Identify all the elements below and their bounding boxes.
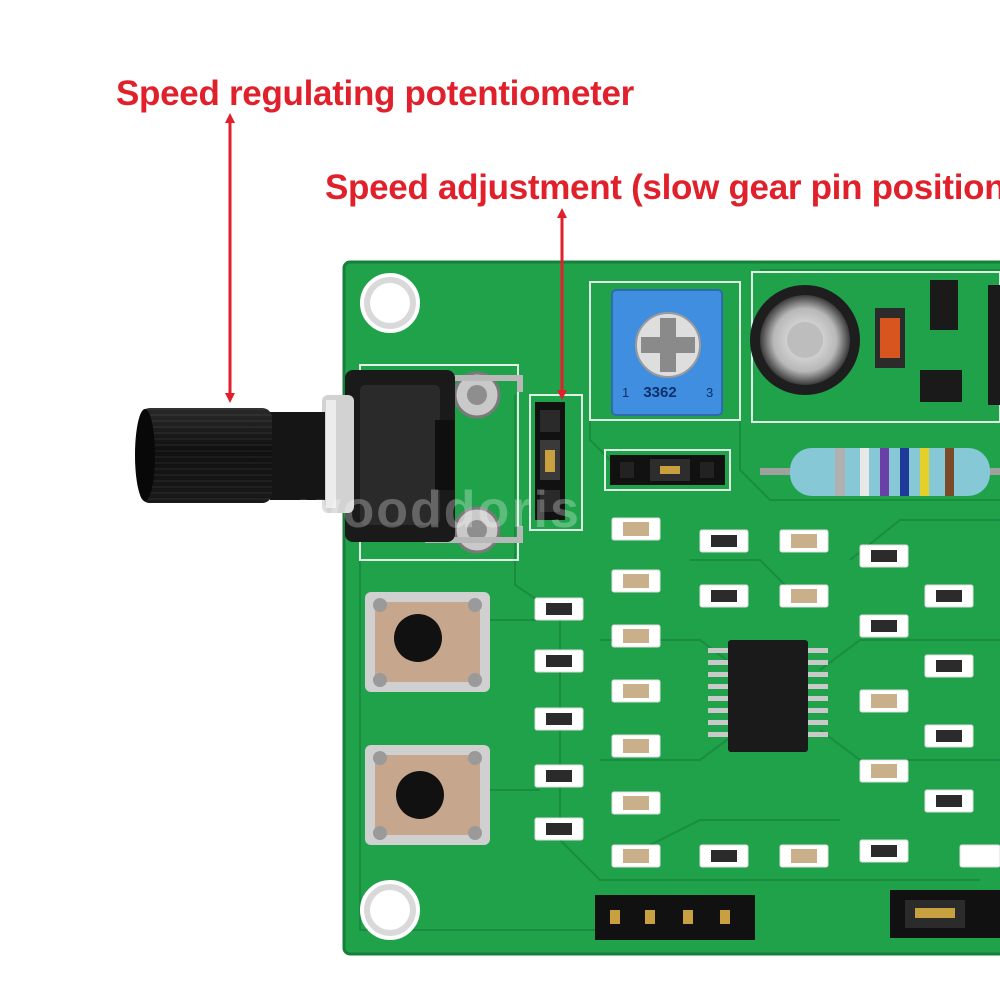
trimmer-potentiometer: 3362 1 3 xyxy=(611,289,723,416)
mounting-holes xyxy=(360,273,420,940)
resistor xyxy=(760,448,1000,496)
capacitor xyxy=(750,285,860,395)
potentiometer-label: Speed regulating potentiometer xyxy=(116,74,634,113)
trimmer-marking: 3362 xyxy=(643,384,676,401)
pin-headers xyxy=(595,890,1000,940)
driver-ic xyxy=(708,640,828,752)
watermark: wooddoris xyxy=(300,481,581,539)
smd-components xyxy=(534,280,1000,868)
jumper-label: Speed adjustment (slow gear pin position… xyxy=(325,168,1000,207)
trimmer-pin-left: 1 xyxy=(622,385,629,400)
jumper-vertical xyxy=(535,402,565,520)
potentiometer xyxy=(135,370,523,554)
trimmer-pin-right: 3 xyxy=(706,385,713,400)
tactile-buttons xyxy=(365,592,490,845)
pcb-board xyxy=(344,262,1000,954)
jumper-horizontal xyxy=(610,455,725,485)
